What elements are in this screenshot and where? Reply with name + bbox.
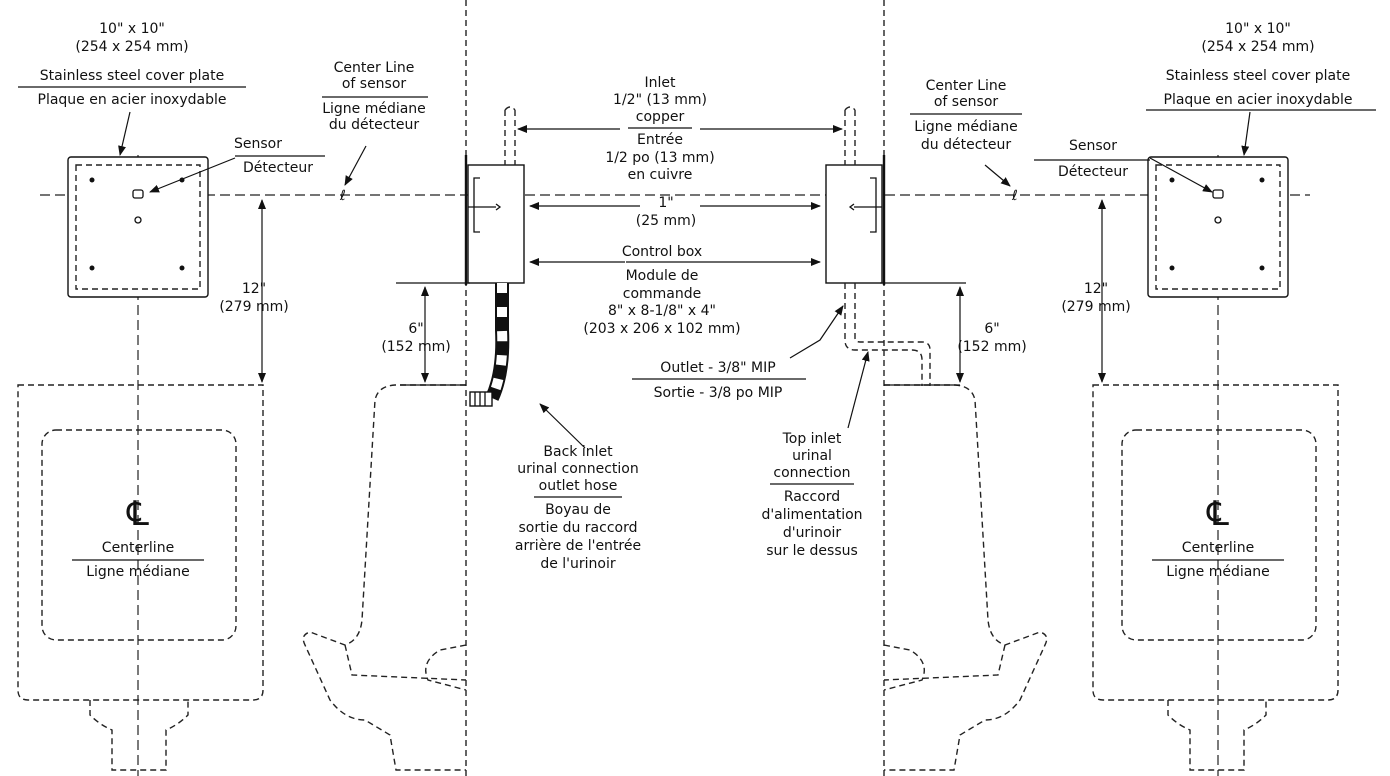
urinal-front-right (1092, 384, 1339, 771)
right-cl-sensor-en-2: of sensor (934, 94, 999, 110)
right-cl-sensor-fr-1: Ligne médiane (914, 119, 1018, 135)
back-en-2: urinal connection (517, 461, 638, 477)
outlet-en: Outlet - 3/8" MIP (660, 360, 775, 376)
right-dim-6: 6" (984, 321, 999, 337)
right-plate-fr: Plaque en acier inoxydable (1164, 92, 1353, 108)
right-centerline-en: Centerline (1182, 540, 1254, 556)
cover-plate-right (1147, 156, 1289, 298)
inlet-fr-1: Entrée (637, 132, 683, 148)
right-cl-sensor-en-1: Center Line (926, 78, 1007, 94)
right-dim-12-mm: (279 mm) (1061, 299, 1130, 315)
left-plate-fr: Plaque en acier inoxydable (38, 92, 227, 108)
back-fr-3: arrière de l'entrée (515, 538, 641, 554)
dim-1-mm: (25 mm) (636, 213, 696, 229)
left-plate-size-mm: (254 x 254 mm) (75, 39, 188, 55)
urinal-side-left (302, 384, 467, 771)
left-centerline-en: Centerline (102, 540, 174, 556)
back-fr-2: sortie du raccord (519, 520, 638, 536)
inlet-fr-2: 1/2 po (13 mm) (605, 150, 714, 166)
right-plate-size: 10" x 10" (1225, 21, 1291, 37)
left-sensor-en: Sensor (234, 136, 282, 152)
left-centerline-fr: Ligne médiane (86, 564, 190, 580)
sensor-cl-mark-left: ℓ (339, 188, 346, 204)
left-dim-6-mm: (152 mm) (381, 339, 450, 355)
control-fr-2: commande (623, 286, 702, 302)
control-dim-mm: (203 x 206 x 102 mm) (583, 321, 740, 337)
top-en-3: connection (773, 465, 850, 481)
top-fr-1: Raccord (784, 489, 840, 505)
outlet-fr: Sortie - 3/8 po MIP (654, 385, 783, 401)
back-fr-4: de l'urinoir (540, 556, 616, 572)
left-cl-sensor-en-1: Center Line (334, 60, 415, 76)
top-fr-3: d'urinoir (783, 525, 842, 541)
left-dim-12-mm: (279 mm) (219, 299, 288, 315)
back-en-1: Back inlet (543, 444, 613, 460)
inlet-fr-3: en cuivre (628, 167, 693, 183)
left-dim-12: 12" (242, 281, 266, 297)
control-dim: 8" x 8-1/8" x 4" (608, 303, 716, 319)
sensor-cl-mark-right: ℓ (1011, 188, 1018, 204)
left-cl-sensor-en-2: of sensor (342, 76, 407, 92)
dim-1: 1" (658, 195, 673, 211)
inlet-en-2: 1/2" (13 mm) (613, 92, 707, 108)
right-plate-size-mm: (254 x 254 mm) (1201, 39, 1314, 55)
left-cl-sensor-fr-1: Ligne médiane (322, 101, 426, 117)
left-plate-en: Stainless steel cover plate (40, 68, 224, 84)
top-fr-4: sur le dessus (766, 543, 858, 559)
right-dim-12: 12" (1084, 281, 1108, 297)
top-en-1: Top inlet (782, 431, 842, 447)
inlet-en-3: copper (636, 109, 685, 125)
control-en: Control box (622, 244, 702, 260)
back-en-3: outlet hose (539, 478, 618, 494)
control-box-left (396, 106, 525, 386)
left-cl-symbol: ℄ (126, 494, 149, 534)
back-inlet-hose (469, 283, 510, 407)
top-fr-2: d'alimentation (761, 507, 862, 523)
inlet-en-1: Inlet (645, 75, 677, 91)
control-fr-1: Module de (626, 268, 699, 284)
urinal-front-left (17, 384, 264, 771)
cover-plate-left (67, 156, 209, 298)
back-fr-1: Boyau de (545, 502, 611, 518)
left-cl-sensor-fr-2: du détecteur (329, 117, 419, 133)
right-dim-6-mm: (152 mm) (957, 339, 1026, 355)
control-box-right (825, 106, 966, 386)
right-plate-en: Stainless steel cover plate (1166, 68, 1350, 84)
top-en-2: urinal (792, 448, 832, 464)
right-sensor-fr: Détecteur (1058, 164, 1128, 180)
right-sensor-en: Sensor (1069, 138, 1117, 154)
left-plate-size: 10" x 10" (99, 21, 165, 37)
right-cl-sensor-fr-2: du détecteur (921, 137, 1011, 153)
left-sensor-fr: Détecteur (243, 160, 313, 176)
right-centerline-fr: Ligne médiane (1166, 564, 1270, 580)
left-dim-6: 6" (408, 321, 423, 337)
right-cl-symbol: ℄ (1206, 494, 1229, 534)
urinal-side-right (883, 384, 1048, 771)
